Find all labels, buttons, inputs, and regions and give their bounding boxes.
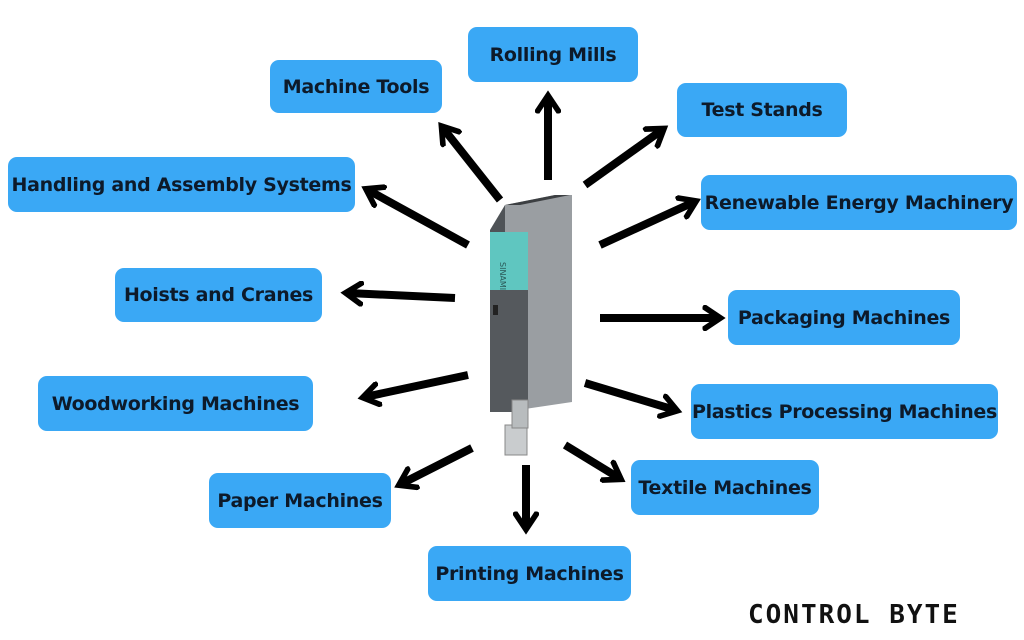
box-handling-assembly: Handling and Assembly Systems	[8, 157, 355, 212]
arrow-textile	[562, 441, 619, 478]
box-woodworking: Woodworking Machines	[38, 376, 313, 431]
arrow-renewable	[598, 202, 694, 249]
drive-device-image: SINAMICS	[490, 195, 572, 456]
box-renewable-energy: Renewable Energy Machinery	[701, 175, 1017, 230]
arrow-machine-tools	[443, 128, 504, 203]
box-printing: Printing Machines	[428, 546, 631, 601]
box-test-stands: Test Stands	[677, 83, 847, 137]
arrow-woodworking	[365, 371, 469, 397]
arrow-paper	[401, 444, 474, 484]
control-byte-logo: CONTROL BYTE	[748, 600, 960, 630]
box-paper: Paper Machines	[209, 473, 391, 528]
box-packaging: Packaging Machines	[728, 290, 960, 345]
arrow-plastics	[583, 379, 675, 410]
box-plastics-processing: Plastics Processing Machines	[691, 384, 998, 439]
device-label: SINAMICS	[498, 262, 507, 301]
arrow-test-stands	[582, 130, 662, 189]
arrow-hoists	[348, 293, 456, 298]
box-rolling-mills: Rolling Mills	[468, 27, 638, 82]
box-textile: Textile Machines	[631, 460, 819, 515]
box-machine-tools: Machine Tools	[270, 60, 442, 113]
box-hoists-cranes: Hoists and Cranes	[115, 268, 322, 322]
arrow-handling	[368, 190, 470, 249]
